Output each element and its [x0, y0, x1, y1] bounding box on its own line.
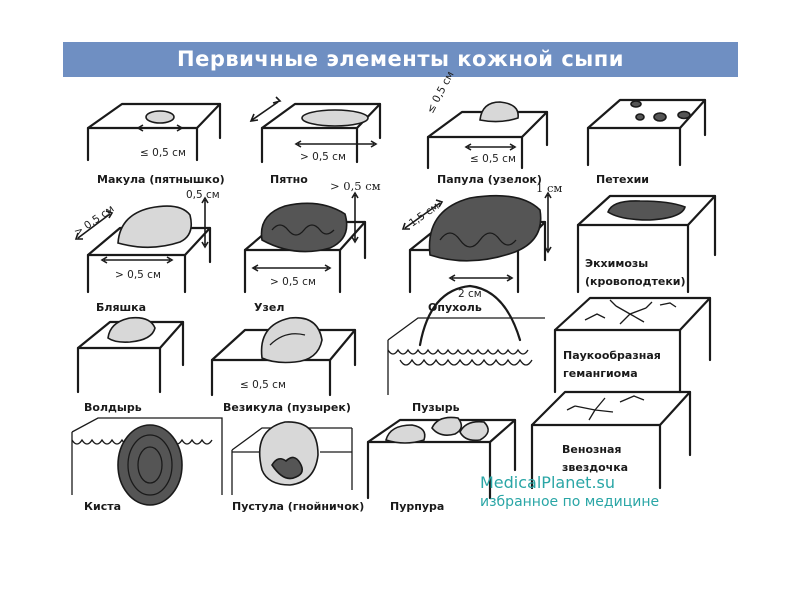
bulla-illustration	[387, 284, 545, 395]
spider-hemangioma-illustration	[553, 296, 712, 394]
label-purpura: Пурпура	[390, 500, 444, 513]
papula-diag: ≤ 0,5 см	[425, 69, 457, 115]
macula-illustration	[86, 102, 222, 162]
label-petechiae: Петехии	[596, 173, 649, 186]
vesicle-width: ≤ 0,5 см	[240, 379, 286, 391]
spot-illustration	[249, 96, 382, 164]
pustule-illustration	[231, 421, 353, 495]
label-venous-2: звездочка	[562, 461, 628, 474]
spot-width: > 0,5 см	[300, 151, 346, 163]
vesicle-illustration	[210, 316, 357, 397]
label-vesicle: Везикула (пузырек)	[223, 401, 351, 414]
wheal-illustration	[76, 316, 185, 394]
venous-star-illustration	[530, 390, 692, 490]
label-cyst: Киста	[84, 500, 121, 513]
label-ecchymosis-1: Экхимозы	[585, 257, 648, 270]
label-wheal: Волдырь	[84, 401, 142, 414]
label-spider-1: Паукообразная	[563, 349, 661, 362]
papula-illustration	[426, 101, 549, 170]
plaque-diag: > 0,5 см	[72, 203, 116, 239]
node-width: > 0,5 см	[270, 276, 316, 288]
watermark-site: MedicalPlanet.su	[480, 473, 615, 492]
tumor-width: 2 см	[458, 288, 482, 300]
label-spot: Пятно	[270, 173, 308, 186]
node-illustration	[243, 191, 367, 294]
label-pustule: Пустула (гнойничок)	[232, 500, 364, 513]
petechiae-illustration	[586, 98, 707, 167]
label-venous-1: Венозная	[562, 443, 621, 456]
plaque-height: 0,5 см	[186, 189, 220, 201]
label-papula: Папула (узелок)	[437, 173, 542, 186]
purpura-illustration	[366, 416, 517, 500]
cyst-illustration	[71, 417, 223, 506]
tumor-height: 1 см	[536, 181, 562, 195]
page-title: Первичные элементы кожной сыпи	[177, 47, 624, 71]
plaque-width: > 0,5 см	[115, 269, 161, 281]
papula-width: ≤ 0,5 см	[470, 153, 516, 165]
spot-right: > 0,5 см	[330, 179, 381, 193]
label-bulla: Пузырь	[412, 401, 460, 414]
label-macula: Макула (пятнышко)	[97, 173, 225, 186]
macula-size: ≤ 0,5 см	[140, 147, 186, 159]
plaque-illustration	[74, 196, 212, 294]
tumor-illustration	[401, 191, 552, 294]
title-bar: Первичные элементы кожной сыпи	[63, 42, 738, 77]
label-node: Узел	[254, 301, 284, 314]
label-spider-2: гемангиома	[563, 367, 638, 380]
ecchymosis-illustration	[576, 194, 717, 294]
watermark-tagline: избранное по медицине	[480, 494, 659, 510]
label-plaque: Бляшка	[96, 301, 146, 314]
label-tumor: Опухоль	[428, 301, 482, 314]
label-ecchymosis-2: (кровоподтеки)	[585, 275, 686, 288]
